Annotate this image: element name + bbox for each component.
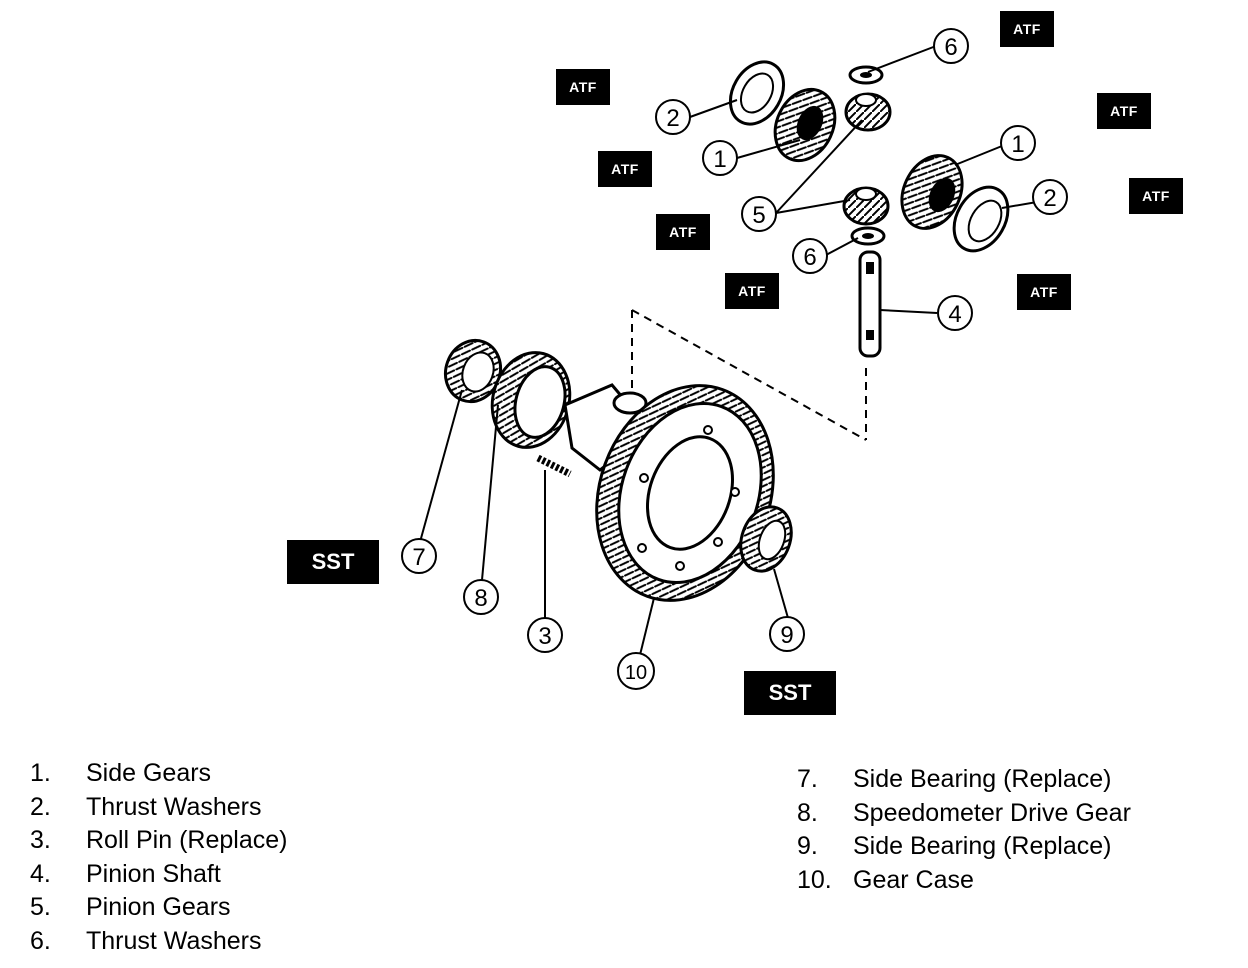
legend-label: Side Gears	[86, 759, 212, 787]
legend-item: 2. Thrust Washers	[30, 791, 287, 825]
speedometer-drive-gear	[490, 351, 572, 449]
legend-label: Thrust Washers	[86, 926, 262, 955]
legend-label: Roll Pin (Replace)	[86, 826, 288, 854]
callout-1-right: 1	[1000, 125, 1036, 161]
legend-item: 6. Thrust Washers	[30, 925, 287, 959]
side-bearing-right	[739, 505, 793, 573]
legend-label: Pinion Shaft	[86, 859, 221, 888]
svg-text:9: 9	[780, 622, 793, 649]
side-bearing-left	[444, 338, 502, 404]
legend-number: 6.	[30, 926, 51, 955]
callout-5: 5	[741, 196, 777, 232]
pinion-gear-upper	[844, 92, 892, 132]
thrust-washer-right	[952, 185, 1010, 253]
atf-badge: ATF	[725, 273, 779, 309]
sst-badge: SST	[744, 671, 836, 715]
legend-item: 10. Gear Case	[797, 864, 1131, 898]
leader-lines	[419, 45, 1067, 656]
legend-label: Side Bearing (Replace)	[853, 832, 1112, 860]
legend-number: 7.	[797, 765, 818, 793]
callout-10: 10	[617, 652, 655, 690]
thrust-washer-small-upper	[848, 65, 884, 85]
legend-item: 7. Side Bearing (Replace)	[797, 763, 1131, 797]
legend-label: Side Bearing (Replace)	[853, 765, 1112, 793]
callout-2-right: 2	[1032, 179, 1068, 215]
svg-text:8: 8	[474, 585, 487, 612]
roll-pin	[536, 454, 572, 478]
thrust-washer-upper-left	[728, 60, 786, 126]
legend-number: 4.	[30, 859, 51, 888]
pinion-gear-lower	[842, 186, 890, 226]
svg-text:3: 3	[538, 623, 551, 650]
atf-badge: ATF	[1097, 93, 1151, 129]
callout-1-upper: 1	[702, 140, 738, 176]
legend-number: 1.	[30, 759, 51, 787]
svg-text:10: 10	[625, 662, 647, 684]
legend-number: 10.	[797, 865, 832, 894]
svg-text:4: 4	[948, 301, 961, 328]
callout-6-upper: 6	[933, 28, 969, 64]
ring-gear	[595, 384, 775, 602]
atf-badge: ATF	[656, 214, 710, 250]
legend-item: 9. Side Bearing (Replace)	[797, 830, 1131, 864]
legend-left: 1. Side Gears 2. Thrust Washers 3. Roll Pin…	[30, 757, 287, 958]
legend-number: 3.	[30, 826, 51, 854]
legend-number: 2.	[30, 792, 51, 821]
callout-4: 4	[937, 295, 973, 331]
sst-badge: SST	[287, 540, 379, 584]
legend-item: 1. Side Gears	[30, 757, 287, 791]
legend-number: 5.	[30, 893, 51, 921]
legend-label: Pinion Gears	[86, 893, 231, 921]
svg-text:1: 1	[1011, 131, 1024, 158]
svg-text:7: 7	[412, 544, 425, 571]
svg-text:2: 2	[1043, 185, 1056, 212]
svg-text:1: 1	[713, 146, 726, 173]
legend-right: 7. Side Bearing (Replace) 8. Speedometer D…	[797, 763, 1131, 897]
svg-text:6: 6	[803, 244, 816, 271]
legend-label: Speedometer Drive Gear	[853, 798, 1131, 827]
legend-label: Gear Case	[853, 865, 974, 894]
legend-label: Thrust Washers	[86, 792, 262, 821]
legend-number: 9.	[797, 832, 818, 860]
thrust-washer-small-lower	[850, 226, 886, 246]
callout-6-lower: 6	[792, 238, 828, 274]
svg-text:2: 2	[666, 105, 679, 132]
callout-2-upper: 2	[655, 99, 691, 135]
callout-7: 7	[401, 538, 437, 574]
atf-badge: ATF	[1129, 178, 1183, 214]
legend-item: 8. Speedometer Drive Gear	[797, 797, 1131, 831]
atf-badge: ATF	[556, 69, 610, 105]
side-gear-right	[900, 154, 964, 230]
atf-badge: ATF	[1000, 11, 1054, 47]
pinion-shaft	[858, 250, 882, 358]
callout-9: 9	[769, 616, 805, 652]
legend-number: 8.	[797, 798, 818, 827]
atf-badge: ATF	[1017, 274, 1071, 310]
legend-item: 4. Pinion Shaft	[30, 858, 287, 892]
svg-text:6: 6	[944, 34, 957, 61]
svg-text:5: 5	[752, 202, 765, 229]
legend-item: 5. Pinion Gears	[30, 891, 287, 925]
atf-badge: ATF	[598, 151, 652, 187]
alignment-dashed-line	[631, 309, 867, 441]
callout-3: 3	[527, 617, 563, 653]
callout-8: 8	[463, 579, 499, 615]
gear-case-hub	[563, 383, 653, 472]
legend-item: 3. Roll Pin (Replace)	[30, 824, 287, 858]
